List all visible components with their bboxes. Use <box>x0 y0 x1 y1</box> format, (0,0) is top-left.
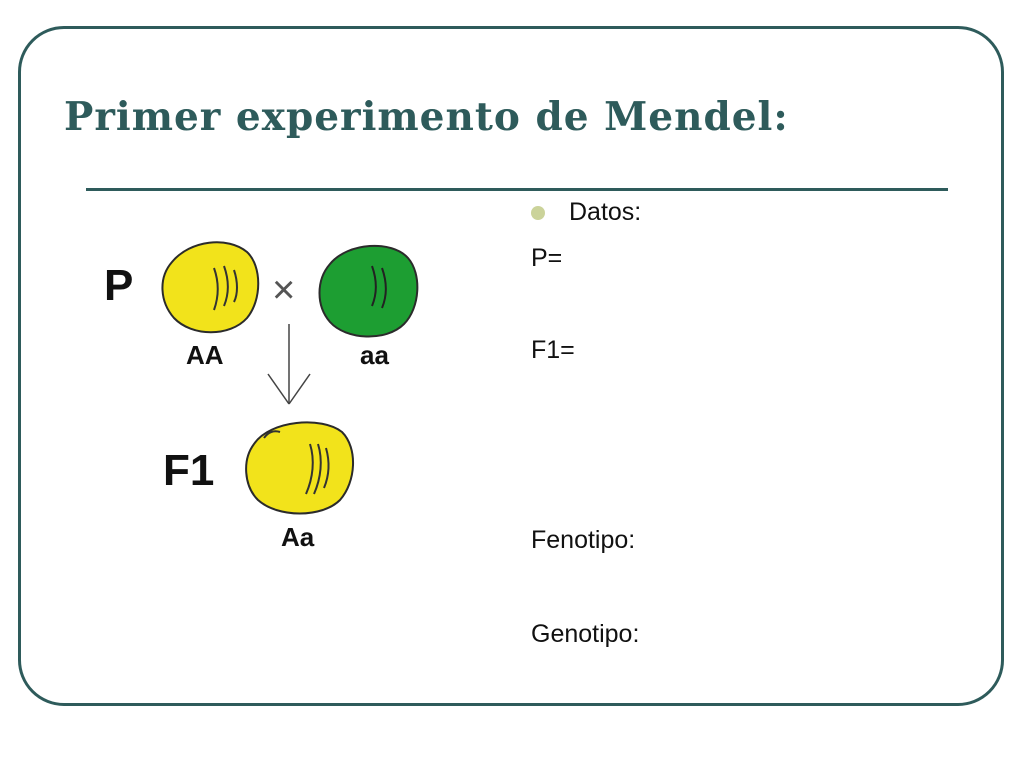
f1-equals-label: F1= <box>531 336 575 364</box>
genotype-label-aa-dominant: AA <box>186 340 224 370</box>
p-equals-label: P= <box>531 244 563 272</box>
cross-symbol: × <box>272 268 295 312</box>
bullet-datos: Datos: <box>569 198 642 226</box>
bullet-dot-icon <box>531 206 545 220</box>
filial-generation-label: F1 <box>163 446 214 495</box>
green-pea-aa <box>318 245 419 338</box>
down-arrow-icon <box>267 324 311 405</box>
genotype-label-aa-recessive: aa <box>360 340 389 370</box>
title-divider <box>86 188 948 191</box>
yellow-pea-aa <box>161 241 260 334</box>
phenotype-label: Fenotipo: <box>531 526 636 554</box>
slide-frame <box>18 26 1004 706</box>
parent-generation-label: P <box>104 261 133 310</box>
yellow-pea-hybrid <box>245 421 355 515</box>
genotype-label: Genotipo: <box>531 620 640 648</box>
slide-title: Primer experimento de Mendel: <box>64 94 789 140</box>
genotype-label-hybrid: Aa <box>281 522 315 552</box>
